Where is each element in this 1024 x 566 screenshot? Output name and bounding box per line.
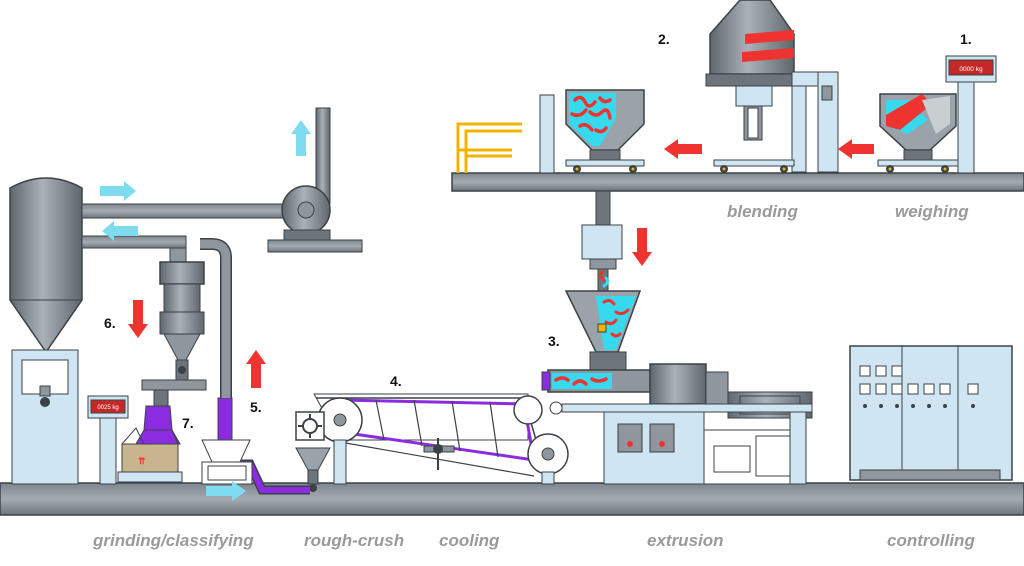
stage-label-rough-crush: rough-crush [304, 531, 405, 550]
step-number-5: 5. [250, 399, 262, 415]
fan-icon [423, 438, 455, 470]
arrow-up-cyan [291, 120, 311, 156]
pneumatic-transport [200, 238, 310, 495]
step-number-6: 6. [104, 315, 116, 331]
classifier-mill [141, 237, 207, 407]
weighing-station: 0000 kg [877, 55, 997, 174]
step-number-7: 7. [182, 415, 194, 431]
stage-label-controlling: controlling [887, 531, 975, 550]
arrow-right-cyan [206, 481, 246, 501]
cyclone-filter [9, 107, 363, 485]
extruder [541, 363, 813, 485]
product-filling: ⇈ 0025 kg [87, 395, 183, 485]
stage-label-blending: blending [727, 202, 798, 221]
yellow-railing [456, 122, 522, 173]
arrow-right-cyan [100, 181, 136, 201]
stage-label-weighing: weighing [895, 202, 969, 221]
cooling-conveyor [313, 393, 569, 485]
arrow-up-red [246, 350, 266, 388]
step-number-1: 1. [960, 31, 972, 47]
arrow-down-red [632, 228, 652, 266]
blended-hopper [565, 89, 645, 173]
arrow-left-cyan [102, 221, 138, 241]
step-number-3: 3. [548, 333, 560, 349]
arrow-left-red [838, 139, 874, 159]
arrow-down-red [128, 300, 148, 338]
stage-label-extrusion: extrusion [647, 531, 724, 550]
step-number-4: 4. [390, 373, 402, 389]
arrow-left-red [664, 139, 702, 159]
stage-label-grinding-classifying: grinding/classifying [93, 531, 254, 550]
upper-platform [451, 94, 1024, 192]
weighing-scale-readout: 0000 kg [959, 66, 983, 73]
control-cabinet [849, 345, 1013, 481]
rough-crusher [295, 411, 331, 492]
svg-text:⇈: ⇈ [138, 456, 146, 466]
feed-drop [564, 190, 642, 373]
blending-station [705, 0, 839, 173]
stage-label-cooling: cooling [439, 531, 500, 550]
ground-platform [0, 482, 1024, 516]
product-scale-readout: 0025 kg [97, 405, 118, 411]
step-number-2: 2. [658, 31, 670, 47]
